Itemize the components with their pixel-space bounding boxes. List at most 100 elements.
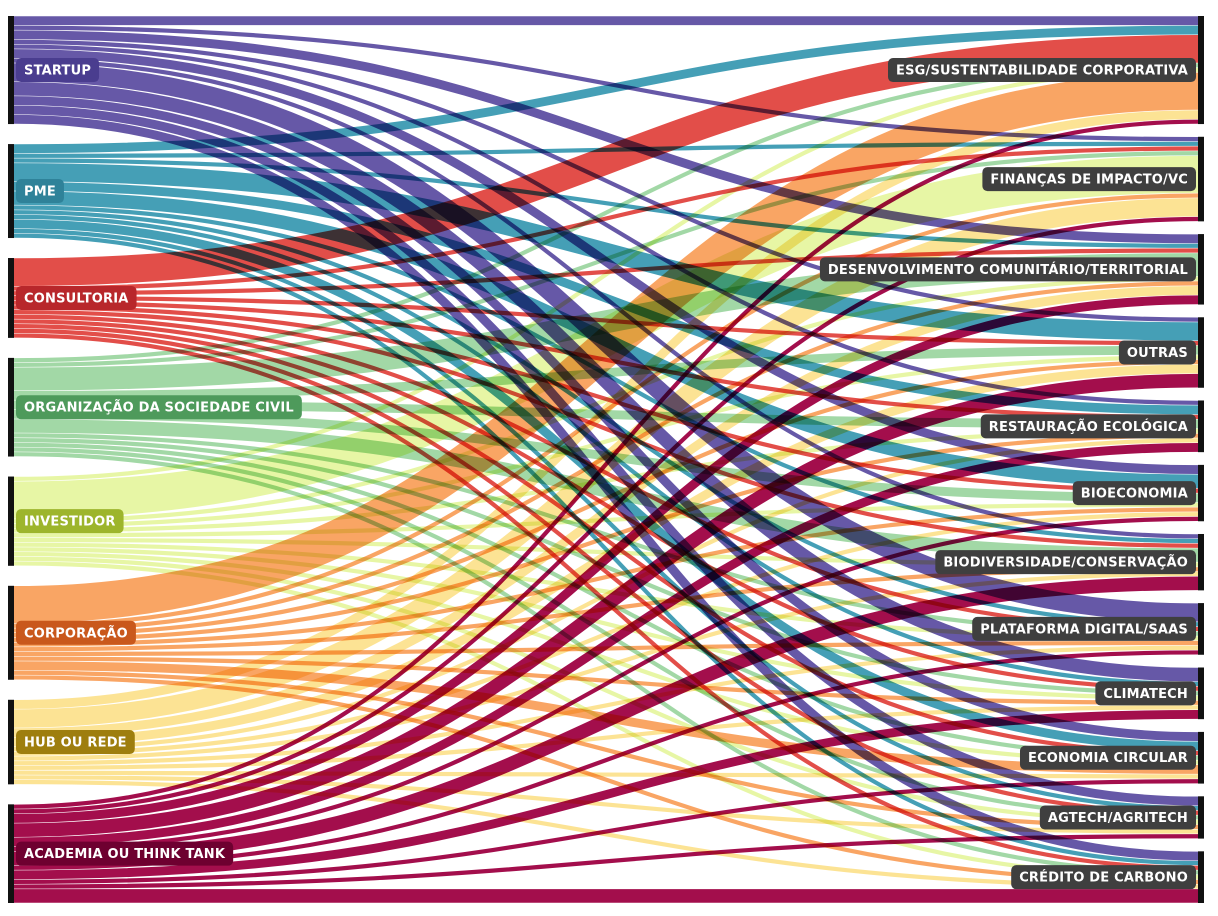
node-academia-label-text: ACADEMIA OU THINK TANK <box>24 847 226 862</box>
node-restauracao-label-bg <box>980 414 1196 439</box>
link-investidor-to-climatech <box>13 547 1199 701</box>
link-investidor-to-agtech <box>13 556 1199 825</box>
node-esg[interactable] <box>1198 16 1204 125</box>
link-academia-to-bioeconomia <box>13 516 1199 852</box>
node-biodiversidade[interactable] <box>1198 533 1204 591</box>
link-pme-to-bioeconomia <box>13 191 1199 489</box>
node-bioeconomia[interactable] <box>1198 464 1204 522</box>
link-osc-to-economia <box>13 442 1199 760</box>
node-hub-label-bg <box>16 730 135 755</box>
link-corporacao-to-financas <box>13 193 1199 628</box>
link-investidor-to-bioeconomia <box>13 502 1199 538</box>
link-consultoria-to-agtech <box>13 328 1199 815</box>
link-corporacao-to-desenv <box>13 281 1199 633</box>
node-esg-label-text: ESG/SUSTENTABILIDADE CORPORATIVA <box>896 64 1188 79</box>
link-osc-to-esg <box>13 63 1199 363</box>
link-pme-to-carbono <box>13 233 1199 866</box>
node-esg-label: ESG/SUSTENTABILIDADE CORPORATIVA <box>888 58 1196 83</box>
link-consultoria-to-biodiversidade <box>13 309 1199 548</box>
link-consultoria-to-outras <box>13 295 1199 346</box>
node-corporacao[interactable] <box>8 585 14 680</box>
link-academia-to-restauracao <box>13 443 1199 847</box>
node-consultoria[interactable] <box>8 258 14 338</box>
node-desenv[interactable] <box>1198 234 1204 305</box>
node-startup[interactable] <box>8 16 14 125</box>
node-plataforma[interactable] <box>1198 603 1204 655</box>
link-investidor-to-desenv <box>13 276 1199 524</box>
node-academia-label-bg <box>16 841 234 866</box>
sankey-nodes <box>8 16 1204 903</box>
link-academia-to-economia <box>13 779 1199 884</box>
node-startup-label: STARTUP <box>16 58 100 83</box>
link-investidor-to-outras <box>13 355 1199 528</box>
link-hub-to-plataforma <box>13 645 1199 766</box>
node-carbono-label-bg <box>1011 865 1196 890</box>
node-agtech-label: AGTECH/AGRITECH <box>1039 805 1196 830</box>
node-carbono-label: CRÉDITO DE CARBONO <box>1011 865 1196 890</box>
node-bioeconomia-label-text: BIOECONOMIA <box>1081 487 1188 502</box>
node-outras-label: OUTRAS <box>1118 340 1196 365</box>
node-osc-label: ORGANIZAÇÃO DA SOCIEDADE CIVIL <box>16 395 302 420</box>
link-academia-to-financas <box>13 216 1199 814</box>
node-financas[interactable] <box>1198 136 1204 222</box>
link-hub-to-bioeconomia <box>13 512 1199 756</box>
node-investidor-label-text: INVESTIDOR <box>24 515 116 530</box>
link-pme-to-financas <box>13 141 1199 158</box>
node-economia-label-bg <box>1019 745 1196 770</box>
node-desenv-label: DESENVOLVIMENTO COMUNITÁRIO/TERRITORIAL <box>819 257 1196 282</box>
link-corporacao-to-restauracao <box>13 433 1199 642</box>
node-academia[interactable] <box>8 804 14 903</box>
link-startup-to-bioeconomia <box>13 49 1199 475</box>
node-biodiversidade-label-text: BIODIVERSIDADE/CONSERVAÇÃO <box>943 555 1188 571</box>
node-consultoria-label: CONSULTORIA <box>16 285 137 310</box>
link-corporacao-to-plataforma <box>13 640 1199 657</box>
link-academia-to-agtech <box>13 834 1199 889</box>
node-hub[interactable] <box>8 699 14 785</box>
node-economia-label-text: ECONOMIA CIRCULAR <box>1028 751 1188 766</box>
link-hub-to-biodiversidade <box>13 571 1199 761</box>
link-hub-to-desenv <box>13 286 1199 738</box>
node-startup-label-text: STARTUP <box>24 64 91 79</box>
node-biodiversidade-label: BIODIVERSIDADE/CONSERVAÇÃO <box>935 550 1196 575</box>
node-investidor[interactable] <box>8 476 14 566</box>
link-startup-to-desenv <box>13 30 1199 244</box>
link-corporacao-to-climatech <box>13 656 1199 705</box>
link-osc-to-financas <box>13 151 1199 368</box>
link-pme-to-desenv <box>13 158 1199 248</box>
node-financas-label: FINANÇAS DE IMPACTO/VC <box>982 167 1196 192</box>
node-osc[interactable] <box>8 357 14 457</box>
node-economia-label: ECONOMIA CIRCULAR <box>1019 745 1196 770</box>
node-outras-label-bg <box>1118 340 1196 365</box>
node-carbono[interactable] <box>1198 851 1204 903</box>
link-academia-to-esg <box>13 119 1199 809</box>
link-startup-to-climatech <box>13 82 1199 682</box>
node-pme-label: PME <box>16 179 64 204</box>
node-outras[interactable] <box>1198 317 1204 388</box>
link-pme-to-outras <box>13 163 1199 341</box>
node-investidor-label-bg <box>16 509 124 534</box>
node-plataforma-label-text: PLATAFORMA DIGITAL/SAAS <box>980 622 1188 637</box>
link-hub-to-carbono <box>13 779 1199 889</box>
link-startup-to-restauracao <box>13 44 1199 405</box>
link-corporacao-to-bioeconomia <box>13 507 1199 647</box>
node-startup-label-bg <box>16 58 100 83</box>
node-economia[interactable] <box>1198 731 1204 784</box>
link-startup-to-financas <box>13 25 1199 142</box>
link-investidor-to-esg <box>13 67 1199 481</box>
node-financas-label-bg <box>982 167 1196 192</box>
link-pme-to-plataforma <box>13 210 1199 627</box>
node-biodiversidade-label-bg <box>935 550 1196 575</box>
node-agtech[interactable] <box>1198 796 1204 839</box>
node-pme[interactable] <box>8 144 14 239</box>
node-restauracao[interactable] <box>1198 400 1204 453</box>
node-consultoria-label-bg <box>16 285 137 310</box>
node-desenv-label-text: DESENVOLVIMENTO COMUNITÁRIO/TERRITORIAL <box>828 262 1188 278</box>
node-pme-label-text: PME <box>24 185 56 200</box>
node-investidor-label: INVESTIDOR <box>16 509 124 534</box>
link-corporacao-to-carbono <box>13 675 1199 884</box>
node-corporacao-label: CORPORAÇÃO <box>16 620 136 645</box>
link-academia-to-plataforma <box>13 650 1199 870</box>
node-climatech[interactable] <box>1198 667 1204 720</box>
link-academia-to-climatech <box>13 710 1199 880</box>
node-restauracao-label-text: RESTAURAÇÃO ECOLÓGICA <box>989 419 1188 435</box>
